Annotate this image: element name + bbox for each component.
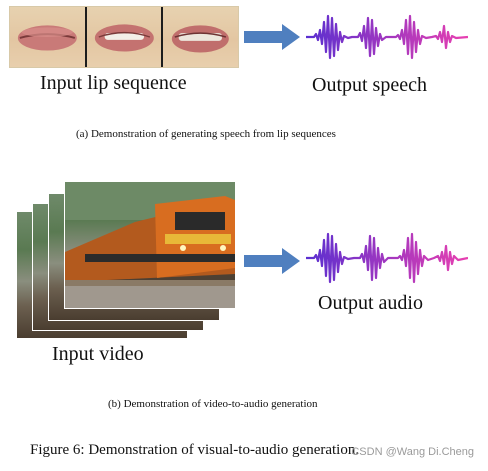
lip-frame	[10, 7, 85, 67]
audio-waveform	[306, 230, 469, 291]
lip-frame	[161, 7, 239, 67]
lip-frame	[84, 7, 162, 67]
caption-a: (a) Demonstration of generating speech f…	[76, 128, 336, 140]
watermark-text: CSDN @Wang Di.Cheng	[351, 446, 474, 458]
arrow-a	[244, 22, 302, 57]
output-audio-label: Output audio	[318, 292, 423, 314]
figure-caption: Figure 6: Demonstration of visual-to-aud…	[30, 442, 360, 458]
lip-sequence-frames	[9, 6, 239, 68]
caption-b: (b) Demonstration of video-to-audio gene…	[108, 398, 318, 410]
output-speech-label: Output speech	[312, 74, 427, 96]
video-frame	[65, 182, 235, 308]
speech-waveform	[306, 12, 469, 67]
input-video-frames	[17, 182, 235, 342]
arrow-b	[244, 246, 302, 281]
input-lip-sequence-label: Input lip sequence	[40, 72, 187, 94]
input-video-label: Input video	[52, 343, 144, 365]
